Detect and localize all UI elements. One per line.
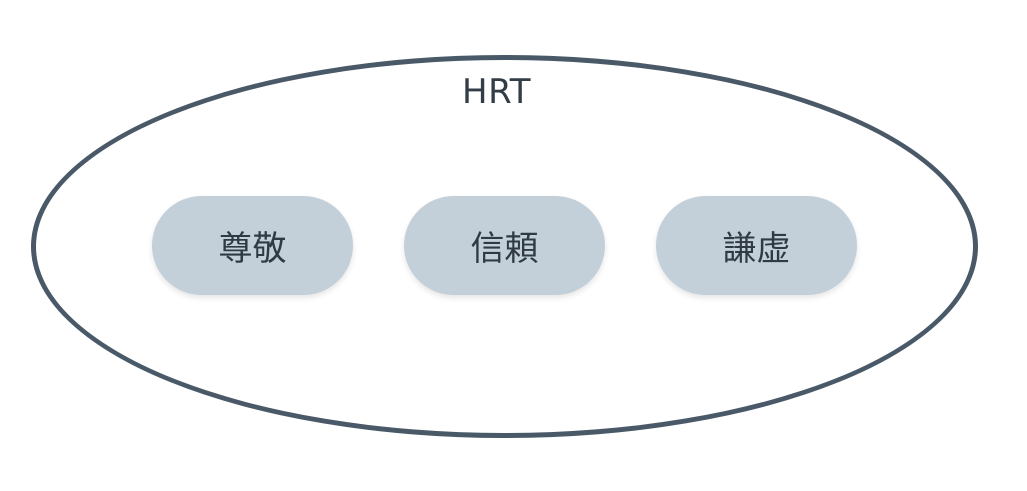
node-respect: 尊敬 bbox=[152, 196, 353, 295]
node-label: 謙虚 bbox=[722, 229, 791, 269]
node-trust: 信頼 bbox=[404, 196, 605, 295]
node-humility: 謙虚 bbox=[656, 196, 857, 295]
node-label: 信頼 bbox=[470, 229, 539, 269]
group-label: HRT bbox=[462, 72, 531, 112]
hrt-group-ellipse bbox=[31, 55, 978, 438]
node-label: 尊敬 bbox=[218, 229, 287, 269]
